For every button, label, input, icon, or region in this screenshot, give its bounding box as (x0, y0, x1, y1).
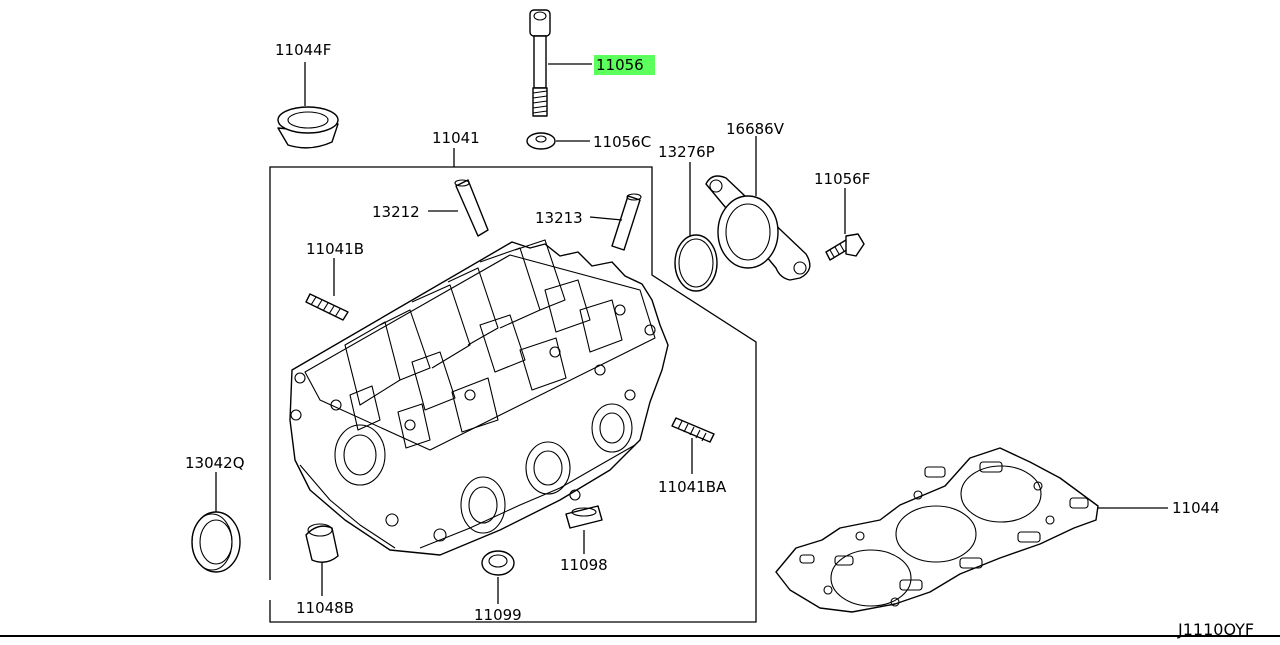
bolt-11056F-part[interactable] (825, 188, 865, 261)
diagram-code: J1110OYF (1177, 620, 1254, 639)
label-11044F[interactable]: 11044F (275, 41, 331, 59)
stud-11041BA-part[interactable] (671, 417, 715, 474)
label-13213[interactable]: 13213 (535, 209, 583, 227)
highlight-11056 (594, 55, 655, 75)
head-bolt-part[interactable] (529, 9, 592, 117)
label-11098[interactable]: 11098 (560, 556, 608, 574)
stud-11041B-part[interactable] (305, 258, 349, 321)
label-11041[interactable]: 11041 (432, 129, 480, 147)
label-11041B[interactable]: 11041B (306, 240, 364, 258)
plug-11048B-part[interactable] (305, 523, 339, 596)
label-13212[interactable]: 13212 (372, 203, 420, 221)
label-16686V[interactable]: 16686V (726, 120, 785, 138)
label-11048B[interactable]: 11048B (296, 599, 354, 617)
seal-13042Q-part[interactable] (191, 472, 241, 573)
seal-11099-part[interactable] (481, 550, 515, 604)
label-11041BA[interactable]: 11041BA (658, 478, 727, 496)
label-11056C[interactable]: 11056C (593, 133, 651, 151)
label-13042Q[interactable]: 13042Q (185, 454, 245, 472)
valve-guide-13212-part[interactable] (428, 179, 489, 237)
head-gasket-part[interactable] (775, 447, 1168, 613)
label-11099[interactable]: 11099 (474, 606, 522, 624)
cylinder-head-part[interactable] (289, 239, 669, 556)
label-13276P[interactable]: 13276P (658, 143, 715, 161)
seal-11098-part[interactable] (565, 505, 603, 554)
label-11056[interactable]: 11056 (596, 56, 644, 74)
assembly-bracket (269, 148, 757, 623)
housing-16686V-part[interactable] (705, 136, 811, 281)
label-11056F[interactable]: 11056F (814, 170, 870, 188)
o-ring-part[interactable] (674, 162, 718, 292)
oil-seal-part[interactable] (277, 62, 339, 149)
valve-guide-13213-part[interactable] (589, 193, 642, 251)
label-11044[interactable]: 11044 (1172, 499, 1220, 517)
washer-part[interactable] (526, 132, 590, 150)
